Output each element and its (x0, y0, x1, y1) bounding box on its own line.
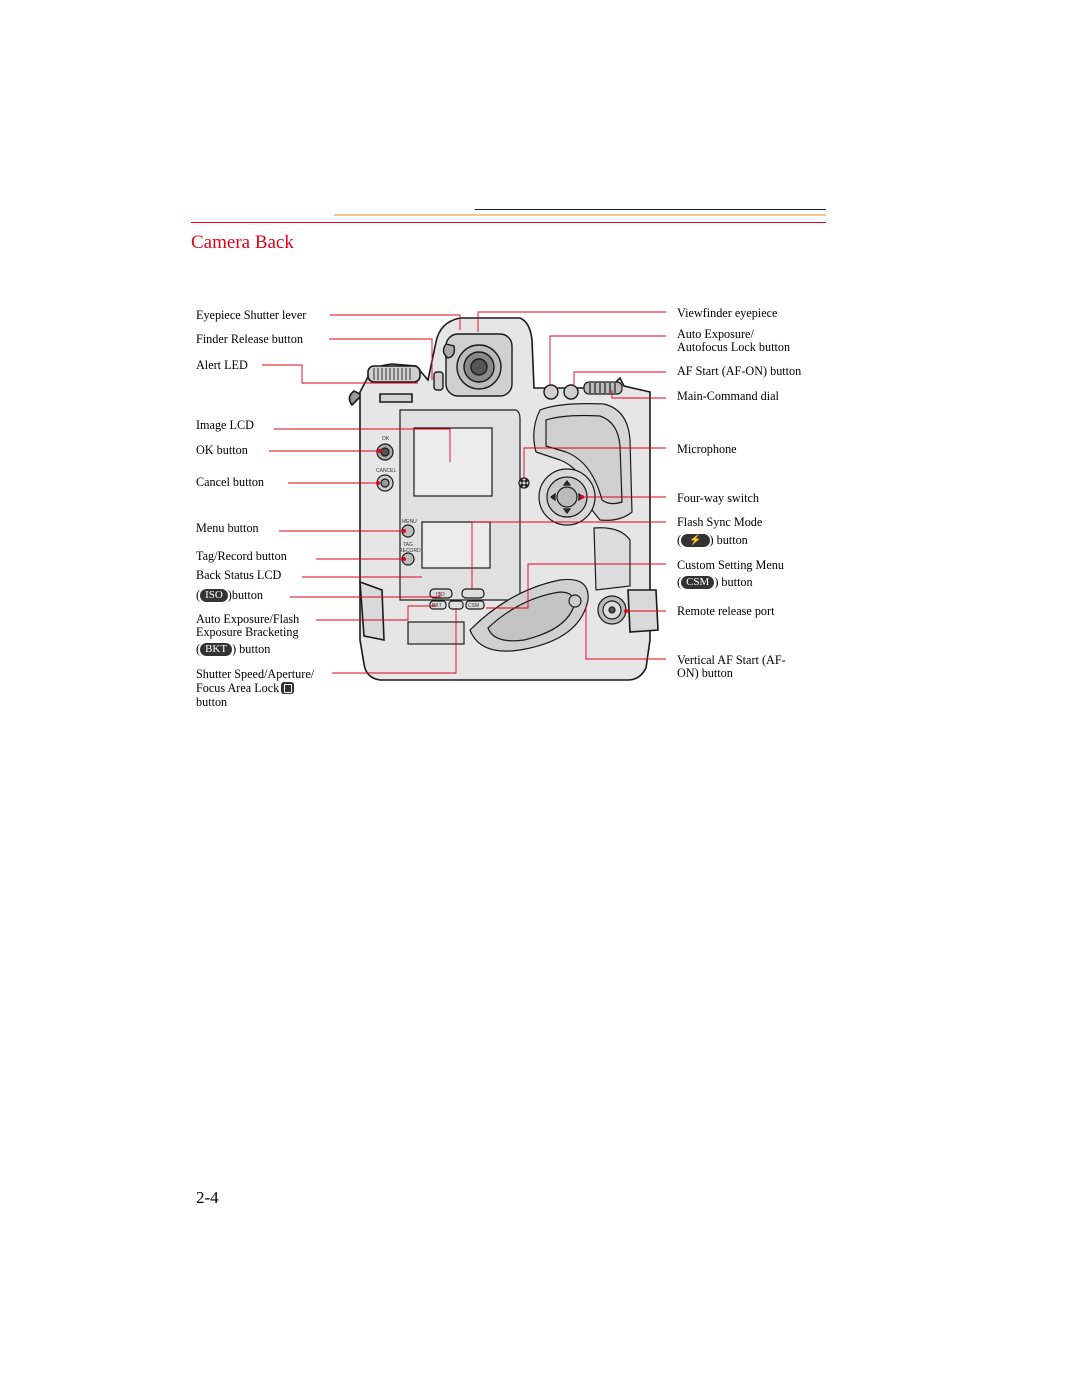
label-flash-sync-line1: Flash Sync Mode (677, 515, 763, 529)
leader-ae-af-lock (549, 335, 666, 386)
leader-af-start (573, 371, 666, 386)
label-shutter-line1: Shutter Speed/Aperture/ (196, 667, 315, 681)
csm-button-text: ) button (714, 575, 753, 589)
top-left-dial-ridges (373, 368, 411, 380)
label-ae-af-lock-line1: Auto Exposure/ (677, 327, 754, 341)
iso-open-paren: ( (196, 588, 201, 602)
csm-open-paren: ( (677, 575, 682, 589)
label-flash-sync-button: (⚡) button (677, 534, 748, 547)
leader-microphone (523, 447, 666, 478)
label-tag-record-button: Tag/Record button (196, 549, 287, 563)
ae-af-buttons (543, 384, 579, 400)
marking-csm: CSM (468, 603, 479, 609)
shutter-line2-text: Focus Area Lock (196, 681, 280, 695)
label-shutter-line2: Focus Area Lock (196, 681, 295, 695)
label-four-way-switch: Four-way switch (677, 491, 760, 505)
label-ae-af-lock-line2: Autofocus Lock button (677, 340, 791, 354)
label-vertical-af-line1: Vertical AF Start (AF- (677, 653, 786, 667)
label-shutter-line3: button (196, 695, 228, 709)
label-csm-line1: Custom Setting Menu (677, 558, 784, 572)
focus-area-lock-icon (281, 682, 295, 694)
iso-button-text: )button (227, 588, 264, 602)
leader-main-command-dial (611, 390, 666, 399)
flash-button-text: ) button (709, 533, 748, 547)
leader-finder-release (329, 338, 433, 380)
leader-lines (262, 311, 666, 674)
label-main-command-dial: Main-Command dial (677, 389, 779, 403)
label-csm-button: (CSM) button (677, 576, 753, 589)
leader-vertical-af (585, 606, 666, 660)
label-finder-release-button: Finder Release button (196, 332, 303, 346)
page-title: Camera Back (191, 232, 294, 253)
flash-icon: ⚡ (681, 534, 710, 547)
label-bkt-button: (BKT) button (196, 643, 270, 656)
marking-ok: OK (382, 436, 390, 442)
label-alert-led: Alert LED (196, 358, 248, 372)
page-number: 2-4 (196, 1188, 219, 1207)
label-bracketing-line1: Auto Exposure/Flash (196, 612, 300, 626)
marking-menu: MENU (402, 519, 417, 525)
label-remote-release-port: Remote release port (677, 604, 775, 618)
bkt-button-text: ) button (232, 642, 271, 656)
leader-end-dots (376, 449, 628, 613)
header-rule-red (191, 222, 826, 223)
viewfinder-housing (433, 333, 513, 397)
bkt-icon: BKT (200, 643, 233, 656)
grip-area (469, 403, 633, 652)
leader-eyepiece-shutter (330, 314, 461, 330)
marking-record: RECORD (399, 548, 421, 554)
leader-alert-led (262, 364, 418, 384)
label-bracketing-line2: Exposure Bracketing (196, 625, 299, 639)
header-rule-dark (475, 209, 826, 210)
label-iso-button: (ISO)button (196, 589, 263, 602)
marking-cancel: CANCEL (376, 468, 397, 474)
leader-viewfinder-eyepiece (477, 311, 666, 332)
label-back-status-lcd: Back Status LCD (196, 568, 282, 582)
marking-bkt: BKT (432, 603, 442, 609)
leader-bkt-button (316, 605, 436, 621)
label-af-start: AF Start (AF-ON) button (677, 364, 802, 378)
label-microphone: Microphone (677, 442, 737, 456)
bkt-open-paren: ( (196, 642, 201, 656)
main-command-dial (583, 381, 623, 395)
leader-csm (486, 563, 666, 609)
leader-shutter-speed (332, 609, 457, 674)
label-image-lcd: Image LCD (196, 418, 254, 432)
header-rule-gold (334, 214, 826, 216)
leader-iso-button (290, 592, 441, 598)
label-menu-button: Menu button (196, 521, 259, 535)
leader-flash-sync (471, 521, 666, 590)
back-panel (376, 409, 521, 645)
csm-icon: CSM (681, 576, 715, 589)
leader-image-lcd (274, 428, 451, 462)
label-cancel-button: Cancel button (196, 475, 265, 489)
flash-open-paren: ( (677, 533, 682, 547)
marking-tag: TAG (403, 542, 413, 548)
iso-icon: ISO (200, 589, 228, 602)
label-vertical-af-line2: ON) button (677, 666, 733, 680)
label-eyepiece-shutter-lever: Eyepiece Shutter lever (196, 308, 307, 322)
label-viewfinder-eyepiece: Viewfinder eyepiece (677, 306, 778, 320)
label-ok-button: OK button (196, 443, 248, 457)
